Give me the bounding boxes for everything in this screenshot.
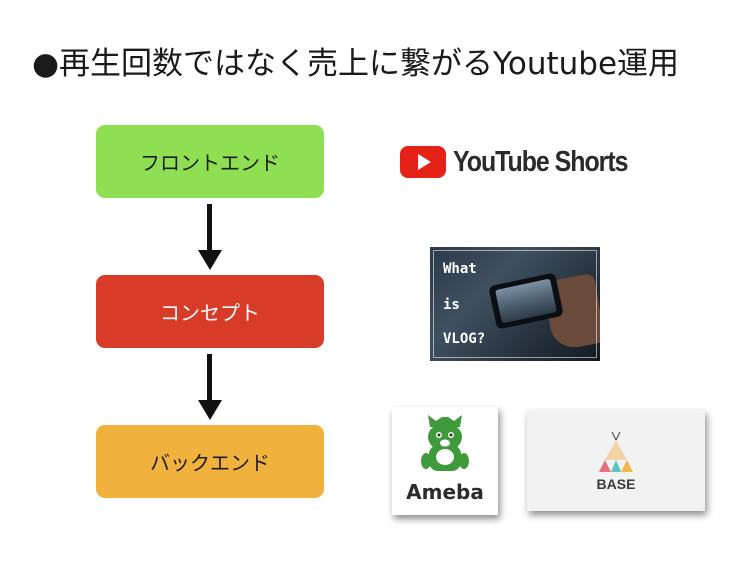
base-logo-card: BASE (527, 410, 705, 511)
vlog-text-line2: is (443, 297, 460, 313)
base-tent-icon (599, 431, 633, 472)
slide-title: ●再生回数ではなく売上に繋がるYoutube運用 (32, 46, 680, 82)
play-icon (400, 146, 446, 178)
vlog-thumbnail: What is VLOG? (430, 247, 600, 361)
concept-box: コンセプト (96, 275, 324, 348)
ameba-mascot-icon (421, 415, 469, 471)
frontend-box: フロントエンド (96, 125, 324, 198)
ameba-text: Ameba (406, 480, 484, 504)
concept-label: コンセプト (160, 301, 260, 325)
youtube-shorts-logo: YouTube Shorts (400, 143, 656, 181)
arrow-down-2 (198, 354, 222, 420)
ameba-logo-card: Ameba (392, 407, 498, 515)
backend-box: バックエンド (96, 425, 324, 498)
vlog-text-line1: What (443, 261, 477, 277)
arrow-down-1 (198, 204, 222, 270)
base-text: BASE (596, 476, 636, 492)
backend-label: バックエンド (150, 451, 270, 475)
vlog-text-line3: VLOG? (443, 331, 486, 347)
youtube-shorts-text: YouTube Shorts (453, 145, 628, 178)
frontend-label: フロントエンド (140, 151, 280, 175)
